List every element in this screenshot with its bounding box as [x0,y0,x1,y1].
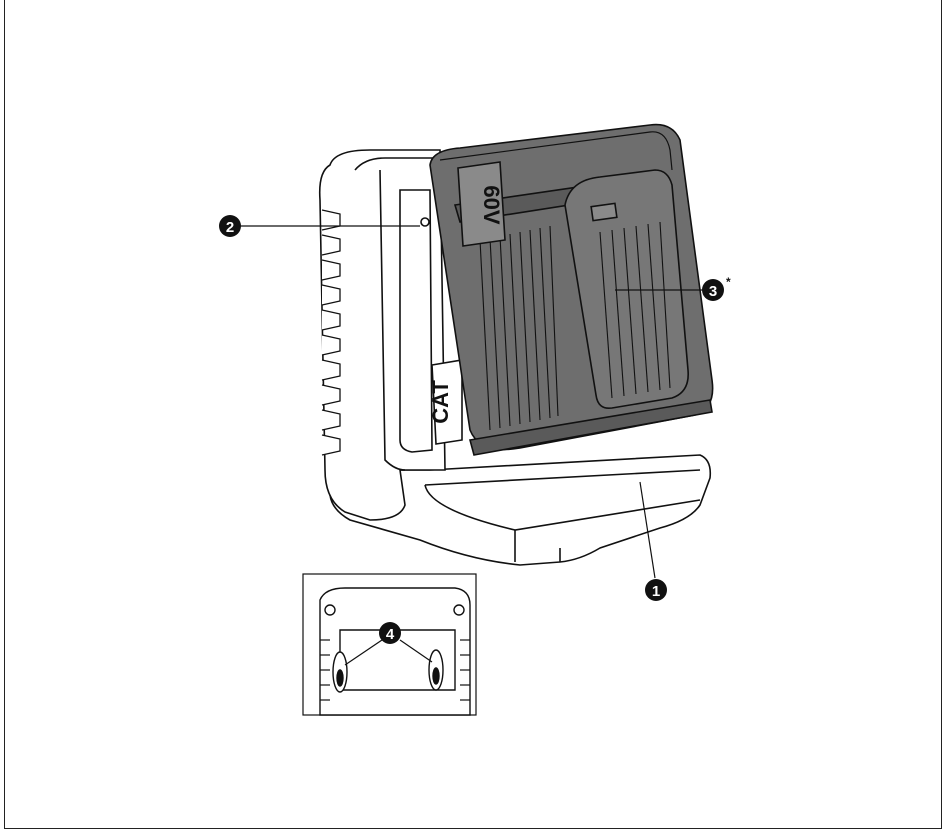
charger-body [318,149,712,566]
side-fins [321,209,341,456]
callout-2: 2 [219,215,241,237]
battery-pack [429,123,714,456]
battery-voltage-label: 60V [479,185,504,224]
svg-text:*: * [726,275,731,289]
side-cat-logo: CAT [428,380,453,424]
svg-text:2: 2 [226,219,234,236]
callout-3: 3 * [702,275,731,301]
callout-1: 1 [645,579,667,601]
svg-text:3: 3 [709,283,717,300]
battery-ribs [479,221,671,431]
leader-lines [240,225,706,666]
callout-4: 4 [379,622,401,644]
inset-detail [302,573,477,716]
svg-text:1: 1 [652,583,660,600]
svg-text:4: 4 [386,626,395,643]
